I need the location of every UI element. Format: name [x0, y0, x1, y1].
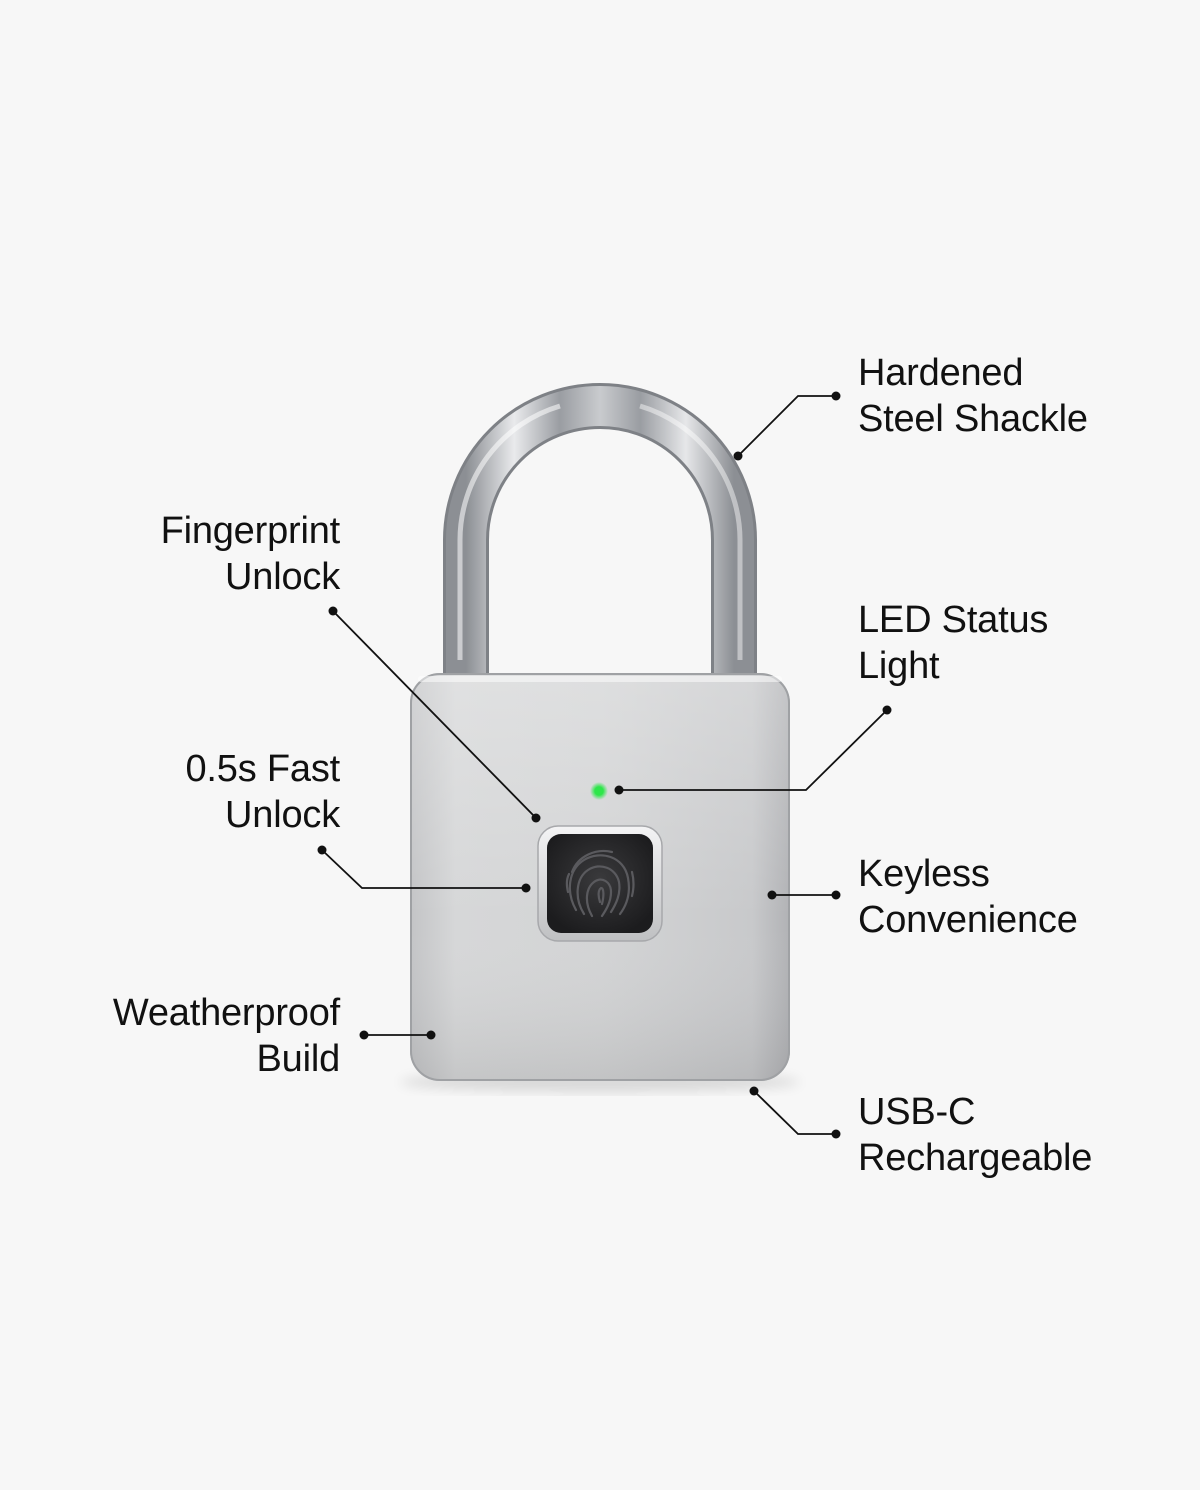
shackle — [443, 383, 757, 690]
dot-keyless-target — [767, 890, 777, 900]
dot-usbc-label — [831, 1129, 841, 1139]
callout-led-line2: Light — [858, 645, 940, 687]
callout-fingerprint-line1: Fingerprint — [160, 510, 341, 552]
callout-usbc-line1: USB-C — [858, 1091, 976, 1133]
leader-fast-unlock — [321, 849, 526, 889]
callout-fast-unlock-line1: 0.5s Fast — [185, 748, 341, 790]
dot-shackle-target — [733, 451, 743, 461]
dot-keyless-label — [831, 890, 841, 900]
callout-led: LED Status Light — [858, 597, 1048, 689]
callout-fast-unlock-line2: Unlock — [225, 794, 340, 836]
callout-shackle-line2: Steel Shackle — [858, 398, 1088, 440]
dot-usbc-target — [749, 1086, 759, 1096]
callout-weatherproof-line2: Build — [256, 1038, 341, 1080]
dot-weatherproof-label — [359, 1030, 369, 1040]
dot-shackle-label — [831, 391, 841, 401]
dot-fast-unlock-label — [317, 845, 327, 855]
callout-fingerprint: Fingerprint Unlock — [160, 508, 341, 600]
leader-fingerprint — [332, 610, 537, 819]
leader-lines — [321, 395, 888, 1135]
fingerprint-sensor — [537, 825, 663, 942]
dot-led-target — [614, 785, 624, 795]
dot-led-label — [882, 705, 892, 715]
callout-usbc: USB-C Rechargeable — [858, 1089, 1092, 1181]
callout-usbc-line2: Rechargeable — [858, 1137, 1093, 1179]
leader-led — [619, 709, 888, 791]
fingerprint-icon — [565, 849, 635, 918]
dot-fingerprint-target — [531, 813, 541, 823]
callout-shackle: Hardened Steel Shackle — [858, 350, 1088, 442]
callout-shackle-line1: Hardened — [858, 352, 1024, 394]
shackle-highlight-right — [639, 403, 743, 660]
shackle-bar — [446, 386, 754, 690]
callout-weatherproof-line1: Weatherproof — [112, 992, 340, 1034]
leader-usbc — [753, 1090, 836, 1135]
led-dot-icon — [594, 786, 604, 796]
callout-fingerprint-line2: Unlock — [225, 556, 340, 598]
dot-fast-unlock-target — [521, 883, 531, 893]
callout-keyless-line1: Keyless — [858, 853, 990, 895]
callout-keyless: Keyless Convenience — [858, 851, 1078, 943]
dot-weatherproof-target — [426, 1030, 436, 1040]
callout-fast-unlock: 0.5s Fast Unlock — [186, 746, 341, 838]
shackle-highlight — [457, 403, 561, 660]
sensor-pad — [547, 834, 653, 933]
leader-dots — [317, 391, 892, 1139]
lock-body-edge — [410, 673, 790, 1081]
lock-body-top-bevel — [418, 676, 782, 682]
dot-fingerprint-label — [328, 606, 338, 616]
callout-led-line1: LED Status — [858, 599, 1049, 641]
leader-shackle — [737, 395, 836, 457]
callout-keyless-line2: Convenience — [858, 899, 1078, 941]
callout-weatherproof: Weatherproof Build — [113, 990, 340, 1082]
